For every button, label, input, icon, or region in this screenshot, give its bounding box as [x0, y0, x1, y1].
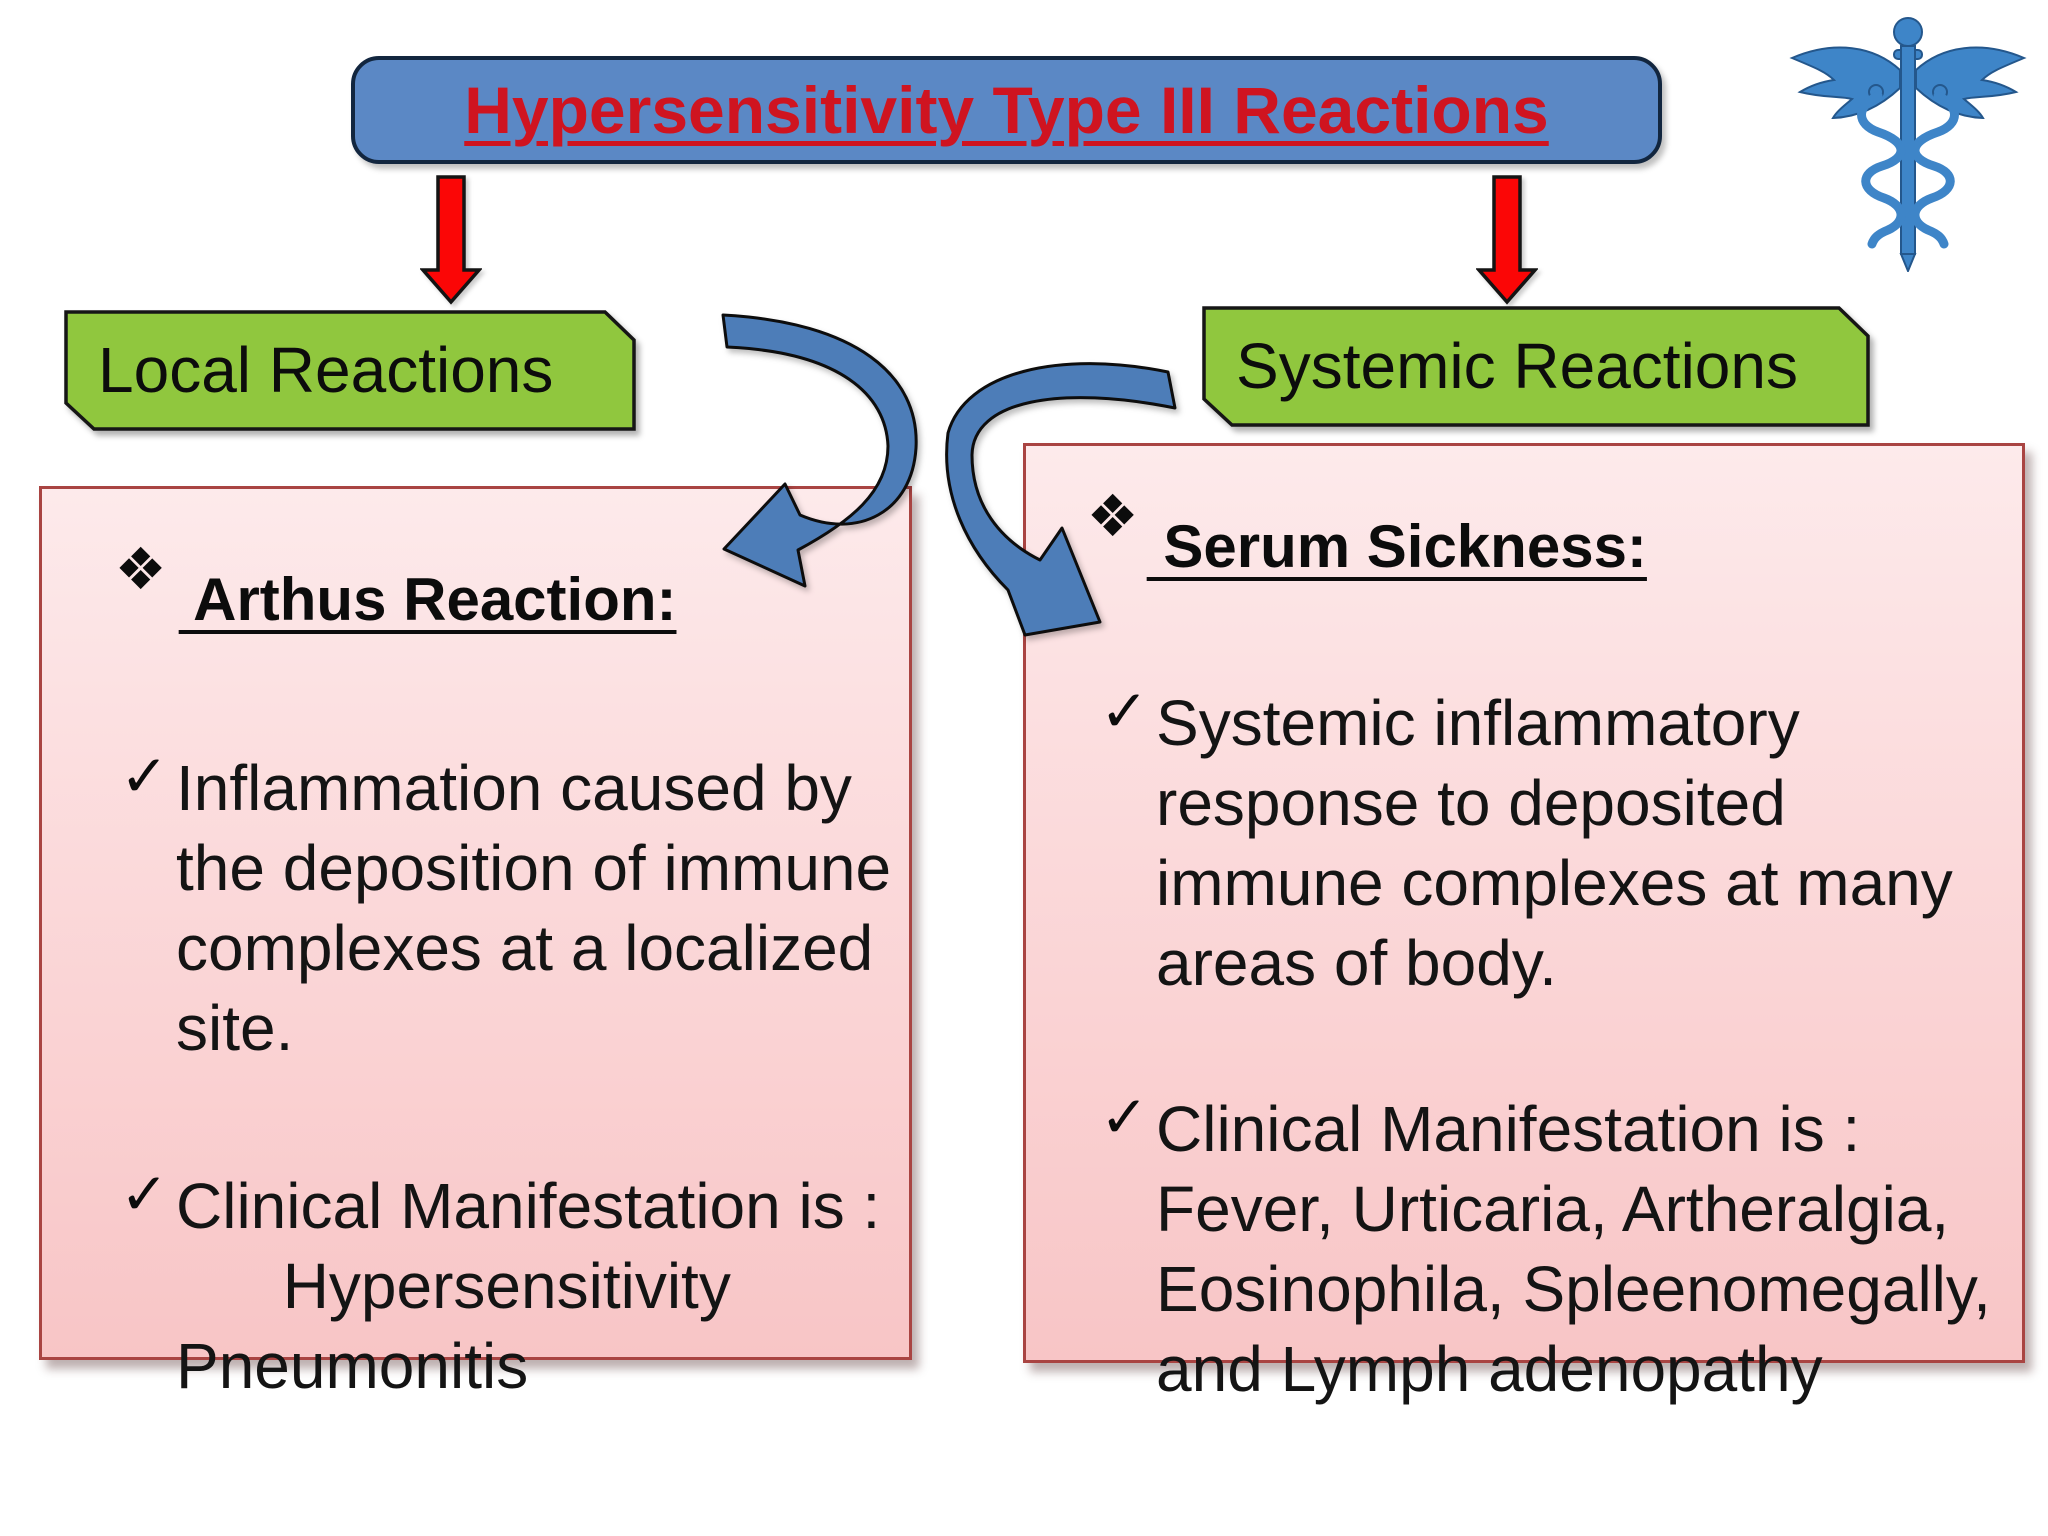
systemic-reactions-text: Systemic Reactions	[1236, 329, 1798, 402]
check-icon: ✓	[1100, 1085, 1149, 1150]
down-arrow-right-icon	[1476, 175, 1538, 305]
arthus-point-1: ✓ Inflammation caused by the deposition …	[120, 744, 909, 1068]
branch-box-systemic	[1202, 306, 1870, 427]
branch-label-systemic: Systemic Reactions	[1202, 306, 1870, 425]
arthus-heading-row: ❖ Arthus Reaction:	[88, 529, 909, 652]
title-banner: Hypersensitivity Type III Reactions	[351, 56, 1662, 164]
serum-point-1: ✓ Systemic inflammatory response to depo…	[1100, 679, 2022, 1003]
curved-arrow-left-icon	[721, 313, 918, 588]
arthus-point-1-text: Inflammation caused by the deposition of…	[176, 752, 892, 1064]
check-icon: ✓	[1100, 679, 1149, 744]
serum-point-1-text: Systemic inflammatory response to deposi…	[1156, 687, 1953, 999]
branch-label-local: Local Reactions	[64, 310, 636, 429]
branch-box-local	[64, 310, 636, 431]
local-reactions-text: Local Reactions	[98, 333, 554, 406]
serum-heading: Serum Sickness:	[1146, 513, 1647, 580]
down-arrow-left-icon	[420, 175, 482, 305]
serum-point-2: ✓ Clinical Manifestation is : Fever, Urt…	[1100, 1085, 2022, 1409]
arthus-point-2: ✓ Clinical Manifestation is : Hypersensi…	[120, 1162, 909, 1406]
panel-serum-sickness: ❖ Serum Sickness: ✓ Systemic inflammator…	[1023, 443, 2025, 1405]
serum-point-2-text: Clinical Manifestation is : Fever, Urtic…	[1156, 1093, 1991, 1405]
serum-heading-row: ❖ Serum Sickness:	[1060, 476, 2022, 599]
slide-title: Hypersensitivity Type III Reactions	[464, 73, 1549, 147]
arthus-point-2-text: Clinical Manifestation is : Hypersensiti…	[176, 1170, 881, 1402]
arthus-heading: Arthus Reaction:	[178, 566, 677, 633]
check-icon: ✓	[120, 744, 169, 809]
panel-arthus-reaction: ❖ Arthus Reaction: ✓ Inflammation caused…	[39, 486, 912, 1402]
caduceus-icon	[1789, 17, 2027, 272]
crossing-arrows-icon	[721, 313, 1177, 637]
diamond-bullet-icon: ❖	[1086, 484, 1139, 549]
diamond-bullet-icon: ❖	[114, 537, 167, 602]
check-icon: ✓	[120, 1162, 169, 1227]
curved-arrow-right-icon	[945, 362, 1177, 637]
